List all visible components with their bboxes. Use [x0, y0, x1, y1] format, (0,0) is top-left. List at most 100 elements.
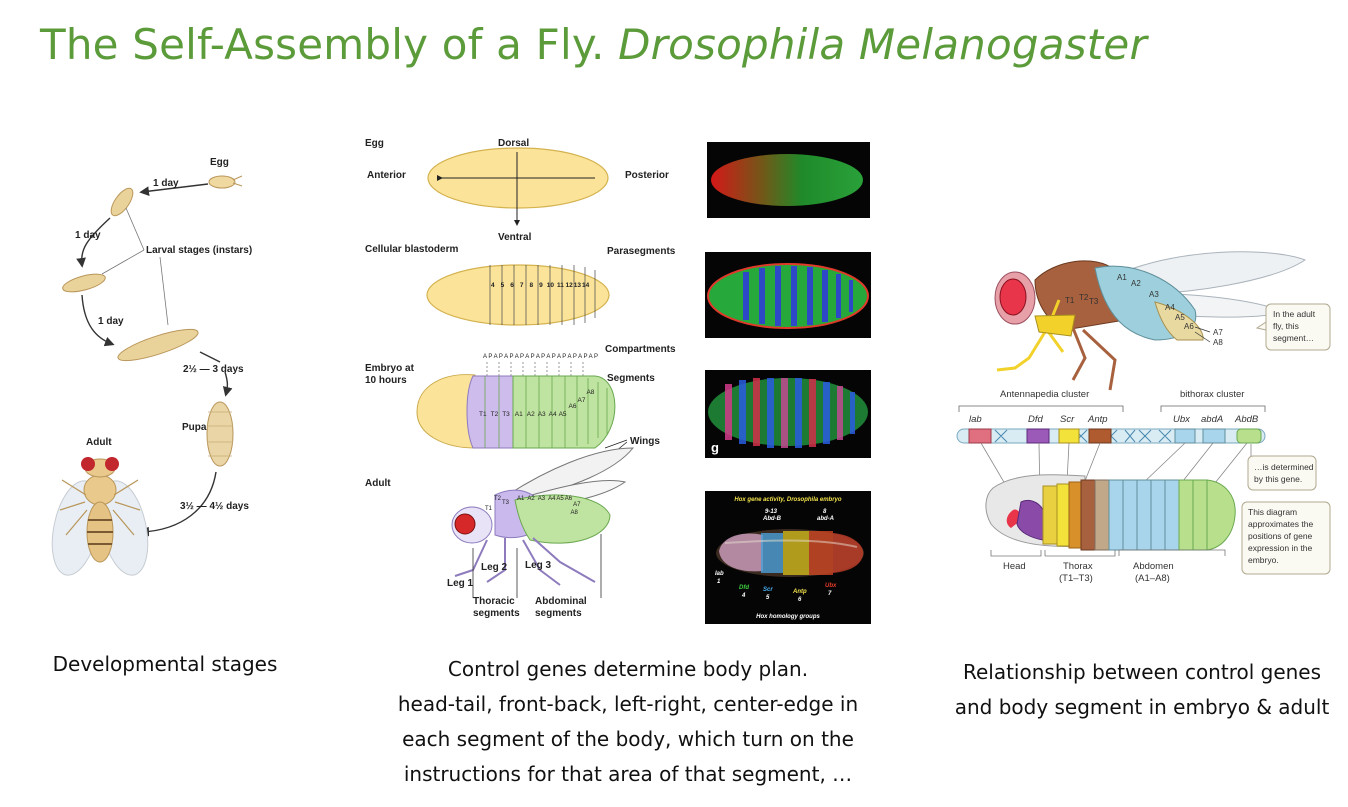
middle-caption: Control genes determine body plan. head-…	[397, 657, 859, 786]
gene-names: lab Dfd Scr Antp Ubx abdA AbdB	[969, 414, 1259, 425]
hox-scr-label: Scr	[763, 587, 773, 593]
embryo-photo-1	[707, 142, 870, 218]
svg-text:expression in the: expression in the	[1248, 543, 1313, 553]
adult-label: Adult	[86, 437, 112, 448]
svg-text:In the adult: In the adult	[1273, 309, 1316, 319]
egg-label: Egg	[210, 157, 229, 168]
days-23-label: 2½ — 3 days	[183, 364, 244, 375]
arrow-1	[139, 183, 209, 197]
compartments-label: Compartments	[605, 344, 676, 355]
page-title: The Self-Assembly of a Fly. Drosophila M…	[40, 20, 1147, 69]
hox-footer: Hox homology groups	[756, 614, 820, 620]
arrow-2	[76, 217, 111, 268]
callout-diagram: This diagram approximates the positions …	[1241, 501, 1331, 575]
hox-dfd-label: Dfd	[739, 585, 749, 591]
embryo-colored	[985, 474, 1236, 551]
thorax-label: Thorax	[1063, 561, 1093, 572]
head-label: Head	[1003, 561, 1026, 572]
embryo-photo-2	[705, 252, 871, 338]
dorsal-label: Dorsal	[498, 138, 529, 149]
larva-2-image	[62, 273, 106, 293]
title-species: Drosophila Melanogaster	[618, 20, 1147, 69]
segments-label: Segments	[607, 373, 655, 384]
blastoderm-shape	[426, 264, 610, 326]
svg-text:approximates the: approximates the	[1248, 519, 1313, 529]
blastoderm-label: Cellular blastoderm	[365, 244, 458, 255]
abdominal-label: Abdominal	[535, 596, 587, 607]
life-cycle-diagram: Egg 1 day 1 day Larval stages (instars) …	[51, 157, 252, 576]
egg-image	[208, 175, 236, 189]
embryo-label: Embryo at	[365, 363, 415, 374]
svg-text:by this gene.: by this gene.	[1254, 474, 1302, 484]
dna-strand	[956, 428, 1266, 444]
right-caption: Relationship between control genes and b…	[954, 660, 1330, 719]
hox-abda-number: 8	[823, 509, 827, 515]
hox-dfd-number: 4	[741, 593, 746, 599]
antennapedia-label: Antennapedia cluster	[1000, 389, 1089, 400]
posterior-label: Posterior	[625, 170, 669, 181]
day-label-2: 1 day	[75, 230, 101, 241]
arrow-4	[199, 351, 221, 363]
hox-antp-label: Antp	[792, 589, 807, 595]
thorax-range: (T1–T3)	[1059, 573, 1093, 584]
hox-cluster-diagram: T1 T2 T3 A1 A2 A3 A4 A5 A6 A7 A8 In the …	[956, 251, 1331, 584]
title-main: The Self-Assembly of a Fly.	[40, 20, 605, 69]
ventral-label: Ventral	[498, 232, 532, 243]
abdomen-label: Abdomen	[1133, 561, 1174, 572]
adult-label: Adult	[365, 478, 391, 489]
photo3-letter: g	[711, 440, 719, 455]
hox-embryo-image	[716, 529, 864, 577]
adult-segment-labels-right: T1 T2 T3 A1 A2 A3 A4 A5 A6 A7 A8	[1065, 273, 1225, 347]
hox-lab-number: 1	[717, 579, 721, 585]
svg-text:positions of gene: positions of gene	[1248, 531, 1313, 541]
wings-label: Wings	[630, 436, 660, 447]
hox-abdb-number: 9-13	[765, 509, 778, 515]
egg-label: Egg	[365, 138, 384, 149]
parasegment-lines	[489, 265, 596, 325]
svg-text:embryo.: embryo.	[1248, 555, 1279, 565]
day-label-3: 1 day	[98, 316, 124, 327]
hox-antp-number: 6	[798, 597, 802, 603]
svg-text:This diagram: This diagram	[1248, 507, 1297, 517]
abdominal-segments-label: segments	[535, 608, 582, 619]
hours-label: 10 hours	[365, 375, 407, 386]
hox-gene-photo: Hox gene activity, Drosophila embryo 9-1…	[705, 491, 871, 624]
adult-fly-outline	[451, 447, 635, 586]
hox-abda-label: abd-A	[817, 516, 834, 522]
larva-3-image	[117, 328, 199, 362]
days-345-label: 3½ — 4½ days	[180, 501, 249, 512]
larval-label: Larval stages (instars)	[146, 245, 252, 256]
svg-text:…is determined: …is determined	[1254, 462, 1314, 472]
leg2-label: Leg 2	[481, 562, 508, 573]
ap-compartment-labels: A P A P A P A P A P A P A P A P A P A P …	[483, 354, 598, 360]
day-label-1: 1 day	[153, 178, 179, 189]
svg-text:segment…: segment…	[1273, 333, 1314, 343]
hox-ubx-number: 7	[828, 591, 832, 597]
hox-title: Hox gene activity, Drosophila embryo	[734, 497, 841, 503]
arrow-5	[139, 471, 217, 537]
leg3-label: Leg 3	[525, 560, 552, 571]
embryo-10h-shape	[416, 374, 616, 449]
anterior-label: Anterior	[367, 170, 406, 181]
left-caption: Developmental stages	[52, 652, 278, 676]
parasegments-label: Parasegments	[607, 246, 676, 257]
hox-lab-label: lab	[715, 571, 724, 577]
hox-ubx-label: Ubx	[825, 583, 837, 589]
thoracic-label: Thoracic	[473, 596, 515, 607]
adult-fly-colored	[994, 251, 1307, 391]
pupa-image	[206, 401, 234, 467]
hox-scr-number: 5	[766, 595, 770, 601]
pupa-label: Pupa	[182, 422, 207, 433]
body-plan-diagram: Egg Dorsal Anterior Posterior Ventral Ce…	[365, 138, 676, 619]
abdomen-range: (A1–A8)	[1135, 573, 1170, 584]
svg-text:fly, this: fly, this	[1273, 321, 1299, 331]
hox-abdb-label: Abd-B	[762, 516, 782, 522]
callout-gene: …is determined by this gene.	[1247, 455, 1317, 491]
arrow-3	[81, 294, 115, 347]
thoracic-segments-label: segments	[473, 608, 520, 619]
bithorax-label: bithorax cluster	[1180, 389, 1244, 400]
larva-1-image	[110, 187, 134, 217]
